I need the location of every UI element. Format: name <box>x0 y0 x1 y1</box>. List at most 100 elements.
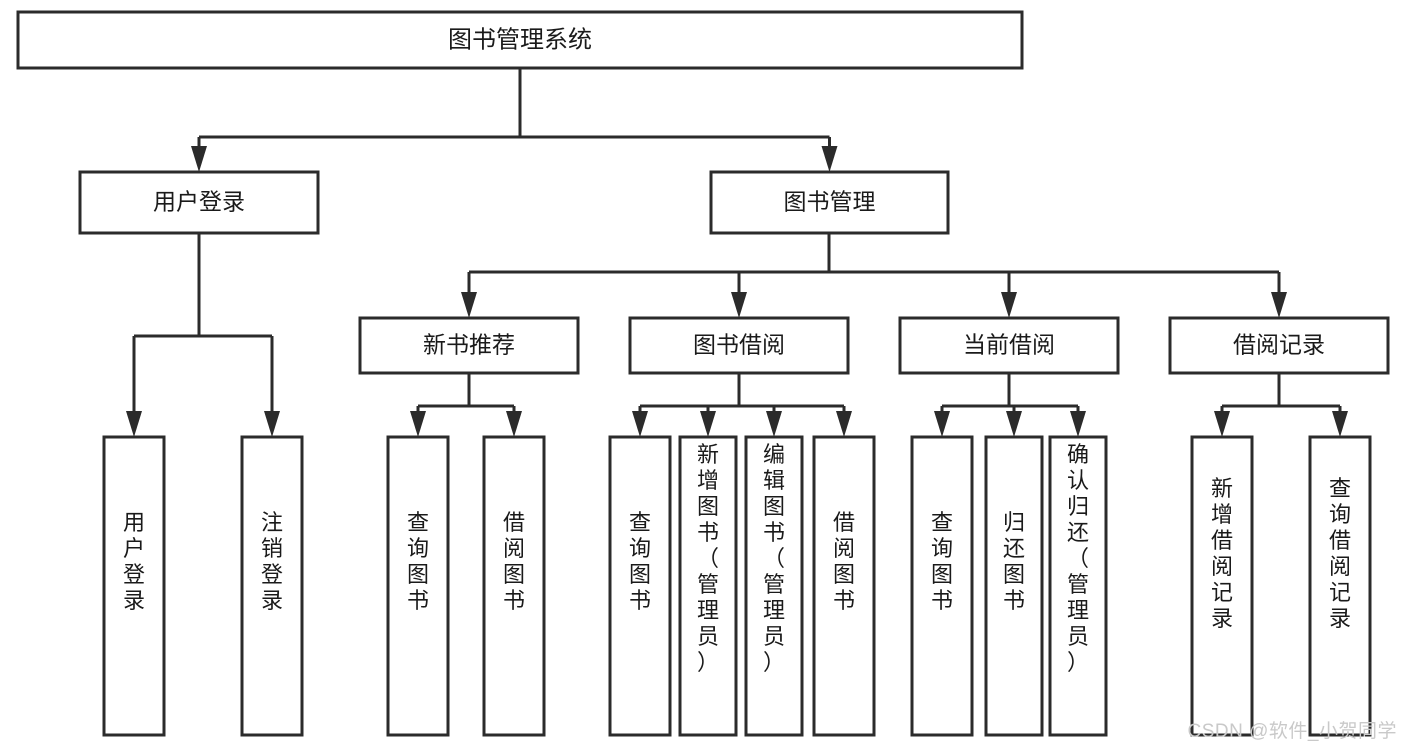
svg-text:辑: 辑 <box>763 468 785 493</box>
svg-text:管: 管 <box>697 572 719 597</box>
svg-text:（: （ <box>1067 546 1089 571</box>
svg-text:查: 查 <box>629 510 651 535</box>
svg-text:新: 新 <box>697 442 719 467</box>
node-book-borrow-box <box>628 316 850 375</box>
svg-text:认: 认 <box>1067 468 1089 493</box>
node-leaf-borrow-book-2-box <box>812 435 876 737</box>
node-root-图书管理系统[interactable]: 图书管理系统 <box>16 10 1024 70</box>
svg-text:阅: 阅 <box>833 536 855 561</box>
node-book-manage[interactable]: 图书管理 <box>709 170 950 235</box>
node-leaf-return-book-box <box>984 435 1044 737</box>
node-book-manage-label: 图书管理 <box>784 189 876 215</box>
node-book-manage-box <box>709 170 950 235</box>
node-borrow-record[interactable]: 借阅记录 <box>1168 316 1390 375</box>
node-leaf-logout-box <box>240 435 304 737</box>
node-user-login[interactable]: 用户登录 <box>78 170 320 235</box>
svg-text:图: 图 <box>697 494 719 519</box>
node-root-图书管理系统-box <box>16 10 1024 70</box>
node-borrow-record-box <box>1168 316 1390 375</box>
svg-text:用: 用 <box>123 510 145 535</box>
node-leaf-query-book-3-box <box>910 435 974 737</box>
svg-text:询: 询 <box>1329 502 1351 527</box>
node-leaf-query-record-box <box>1308 435 1372 737</box>
node-user-login-label: 用户登录 <box>153 189 245 215</box>
svg-text:户: 户 <box>123 536 145 561</box>
svg-text:增: 增 <box>697 468 719 493</box>
svg-text:归: 归 <box>1003 510 1025 535</box>
svg-text:录: 录 <box>1329 606 1351 631</box>
svg-text:理: 理 <box>697 598 719 623</box>
svg-text:询: 询 <box>407 536 429 561</box>
svg-text:图: 图 <box>931 562 953 587</box>
svg-text:借: 借 <box>503 510 525 535</box>
node-book-borrow[interactable]: 图书借阅 <box>628 316 850 375</box>
svg-text:销: 销 <box>261 536 283 561</box>
svg-text:）: ） <box>697 650 719 675</box>
svg-text:图: 图 <box>503 562 525 587</box>
svg-text:书: 书 <box>763 520 785 545</box>
svg-text:书: 书 <box>833 588 855 613</box>
node-leaf-query-book-1-box <box>386 435 450 737</box>
svg-text:员: 员 <box>1067 624 1089 649</box>
svg-text:理: 理 <box>1067 598 1089 623</box>
node-new-book-recommend[interactable]: 新书推荐 <box>358 316 580 375</box>
svg-text:归: 归 <box>1067 494 1089 519</box>
svg-text:注: 注 <box>261 510 283 535</box>
svg-text:员: 员 <box>697 624 719 649</box>
svg-text:阅: 阅 <box>503 536 525 561</box>
svg-text:管: 管 <box>763 572 785 597</box>
svg-text:员: 员 <box>763 624 785 649</box>
svg-text:书: 书 <box>629 588 651 613</box>
svg-text:图: 图 <box>763 494 785 519</box>
svg-text:）: ） <box>763 650 785 675</box>
svg-text:图: 图 <box>629 562 651 587</box>
node-leaf-user-login[interactable]: 用户登录 <box>102 435 166 737</box>
svg-text:管: 管 <box>1067 572 1089 597</box>
node-current-borrow-label: 当前借阅 <box>963 332 1055 358</box>
svg-text:确: 确 <box>1067 442 1089 467</box>
svg-text:（: （ <box>763 546 785 571</box>
svg-text:（: （ <box>697 546 719 571</box>
svg-text:登: 登 <box>261 562 283 587</box>
svg-text:借: 借 <box>1329 528 1351 553</box>
svg-text:记: 记 <box>1211 580 1233 605</box>
svg-text:录: 录 <box>1211 606 1233 631</box>
node-current-borrow-box <box>898 316 1120 375</box>
svg-text:图: 图 <box>1003 562 1025 587</box>
svg-text:登: 登 <box>123 562 145 587</box>
svg-text:询: 询 <box>629 536 651 561</box>
svg-text:记: 记 <box>1329 580 1351 605</box>
node-new-book-recommend-box <box>358 316 580 375</box>
node-leaf-confirm-return-box <box>1048 435 1108 737</box>
svg-text:查: 查 <box>407 510 429 535</box>
svg-text:书: 书 <box>1003 588 1025 613</box>
node-leaf-user-login-box <box>102 435 166 737</box>
node-leaf-edit-book-box <box>744 435 804 737</box>
svg-text:录: 录 <box>123 588 145 613</box>
svg-text:录: 录 <box>261 588 283 613</box>
node-root-图书管理系统-label: 图书管理系统 <box>448 26 592 53</box>
node-current-borrow[interactable]: 当前借阅 <box>898 316 1120 375</box>
svg-text:图: 图 <box>833 562 855 587</box>
